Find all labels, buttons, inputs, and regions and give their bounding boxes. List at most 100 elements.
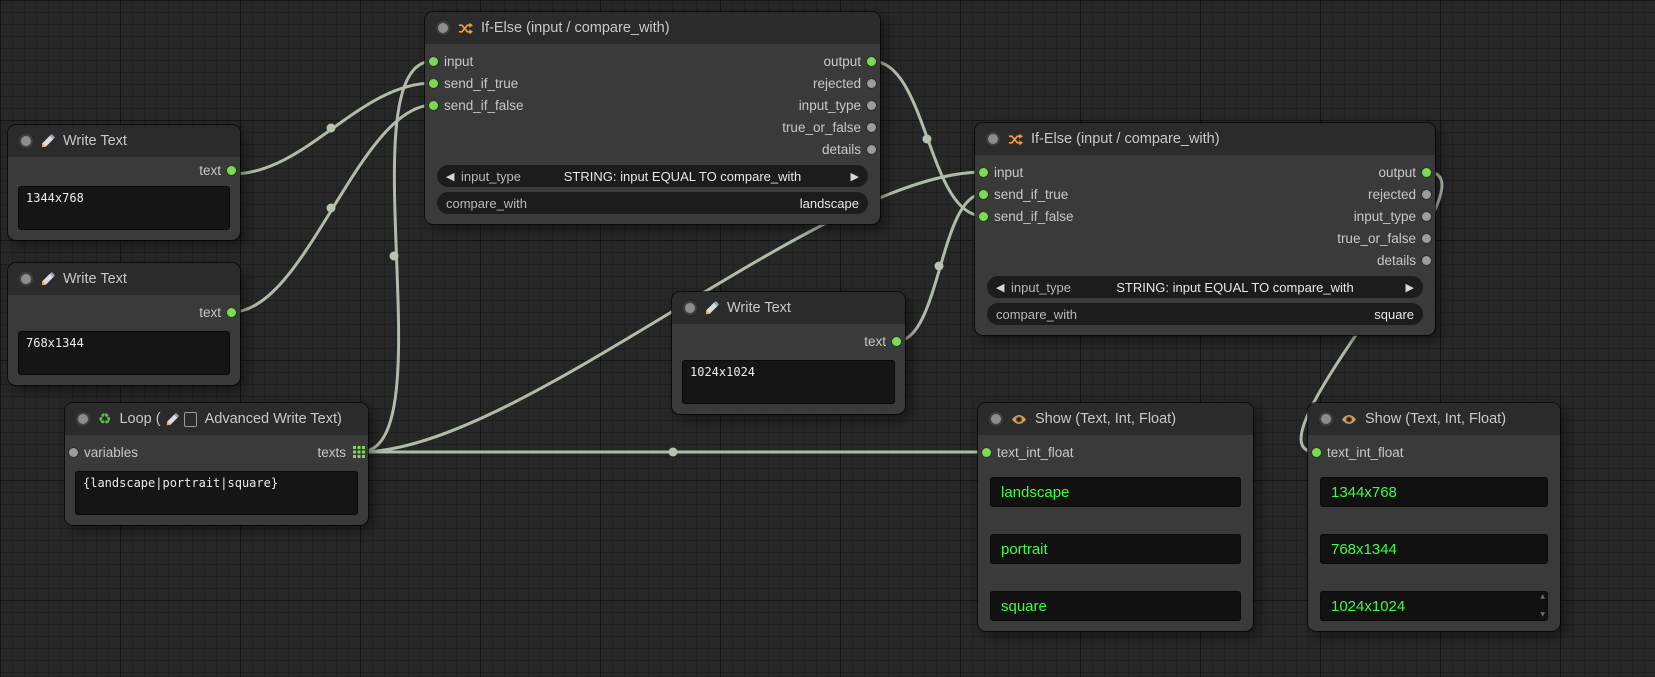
collapse-toggle[interactable]	[436, 21, 450, 35]
node-write-text-2[interactable]: Write Text text 768x1344	[8, 263, 240, 385]
output-slot-rejected[interactable]: rejected	[782, 72, 880, 94]
slot-label: texts	[317, 445, 346, 460]
output-slot-details[interactable]: details	[782, 138, 880, 160]
collapse-toggle[interactable]	[989, 412, 1003, 426]
input-slot-send-if-true[interactable]: send_if_true	[425, 72, 524, 94]
node-show-text-1[interactable]: Show (Text, Int, Float) text_int_float l…	[978, 403, 1253, 631]
slot-dot[interactable]	[979, 212, 988, 221]
node-header[interactable]: If-Else (input / compare_with)	[975, 123, 1435, 155]
compare-with-widget[interactable]: compare_with landscape	[437, 192, 868, 214]
output-slot-details[interactable]: details	[1337, 249, 1435, 271]
slot-dot[interactable]	[979, 168, 988, 177]
slot-dot[interactable]	[1422, 256, 1431, 265]
slot-dot[interactable]	[867, 101, 876, 110]
input-slot-input[interactable]: input	[975, 161, 1074, 183]
text-input-area[interactable]: 768x1344	[18, 331, 230, 375]
node-title: If-Else (input / compare_with)	[481, 20, 670, 36]
combo-prev-icon[interactable]: ◀	[996, 281, 1011, 294]
node-header[interactable]: ♻ Loop ( Advanced Write Text)	[65, 403, 368, 435]
node-write-text-3[interactable]: Write Text text 1024x1024	[672, 292, 905, 414]
scroll-up-icon[interactable]: ▲	[1540, 594, 1545, 600]
slot-dot[interactable]	[1422, 234, 1431, 243]
input-slot-send-if-false[interactable]: send_if_false	[425, 94, 524, 116]
node-header[interactable]: If-Else (input / compare_with)	[425, 12, 880, 44]
collapse-toggle[interactable]	[683, 301, 697, 315]
output-slot-text[interactable]: text	[8, 163, 240, 178]
output-slot-text[interactable]: text	[672, 330, 905, 352]
slot-dot[interactable]	[1422, 190, 1431, 199]
combo-prev-icon[interactable]: ◀	[446, 170, 461, 183]
slot-dot[interactable]	[1422, 212, 1431, 221]
slot-label: true_or_false	[1337, 231, 1416, 246]
slot-dot[interactable]	[979, 190, 988, 199]
node-header[interactable]: Write Text	[8, 263, 240, 295]
node-header[interactable]: Write Text	[672, 292, 905, 324]
slot-dot[interactable]	[867, 145, 876, 154]
combo-next-icon[interactable]: ▶	[1399, 281, 1414, 294]
slot-dot[interactable]	[1422, 168, 1431, 177]
compare-with-widget[interactable]: compare_with square	[987, 303, 1423, 325]
input-slot-text-int-float[interactable]: text_int_float	[978, 441, 1074, 463]
input-type-combo-widget[interactable]: ◀ input_type STRING: input EQUAL TO comp…	[987, 276, 1423, 298]
variables-text-area[interactable]: {landscape|portrait|square}	[75, 471, 358, 515]
slot-dot[interactable]	[227, 166, 236, 175]
output-slot-input-type[interactable]: input_type	[1337, 205, 1435, 227]
slot-dot[interactable]	[69, 448, 78, 457]
collapse-toggle[interactable]	[986, 132, 1000, 146]
output-slot-text[interactable]: text	[8, 301, 240, 323]
pencil-icon	[705, 301, 719, 315]
text-input-area[interactable]: 1024x1024	[682, 360, 895, 404]
node-header[interactable]: Show (Text, Int, Float)	[978, 403, 1253, 435]
output-slot-texts[interactable]: texts	[317, 441, 368, 463]
output-slot-input-type[interactable]: input_type	[782, 94, 880, 116]
slot-label: text_int_float	[997, 445, 1074, 460]
slot-dot[interactable]	[867, 57, 876, 66]
link-midpoint-dot	[327, 204, 336, 213]
output-slot-output[interactable]: output	[1337, 161, 1435, 183]
slot-dot[interactable]	[892, 337, 901, 346]
input-type-combo-widget[interactable]: ◀ input_type STRING: input EQUAL TO comp…	[437, 165, 868, 187]
text-input-area[interactable]: 1344x768	[18, 186, 230, 230]
node-title: Write Text	[727, 300, 791, 316]
slot-label: input_type	[799, 98, 861, 113]
collapse-toggle[interactable]	[76, 412, 90, 426]
slot-dot[interactable]	[227, 308, 236, 317]
input-slot-variables[interactable]: variables	[65, 441, 138, 463]
input-slot-input[interactable]: input	[425, 50, 524, 72]
scroll-down-icon[interactable]: ▼	[1540, 612, 1545, 618]
output-slot-output[interactable]: output	[782, 50, 880, 72]
combo-next-icon[interactable]: ▶	[844, 170, 859, 183]
node-header[interactable]: Show (Text, Int, Float)	[1308, 403, 1560, 435]
scroll-arrows[interactable]: ▲ ▼	[1540, 594, 1545, 618]
widget-label: input_type	[461, 169, 521, 184]
slot-dot[interactable]	[429, 101, 438, 110]
output-slot-true-or-false[interactable]: true_or_false	[782, 116, 880, 138]
slot-dot[interactable]	[867, 123, 876, 132]
node-show-text-2[interactable]: Show (Text, Int, Float) text_int_float 1…	[1308, 403, 1560, 631]
collapse-toggle[interactable]	[19, 134, 33, 148]
slot-dot[interactable]	[429, 57, 438, 66]
node-title: Write Text	[63, 133, 127, 149]
slot-dot[interactable]	[982, 448, 991, 457]
input-slot-text-int-float[interactable]: text_int_float	[1308, 441, 1404, 463]
link-midpoint-dot	[327, 124, 336, 133]
slot-label: details	[822, 142, 861, 157]
node-write-text-1[interactable]: Write Text text 1344x768	[8, 125, 240, 240]
slot-dot[interactable]	[1312, 448, 1321, 457]
output-slot-rejected[interactable]: rejected	[1337, 183, 1435, 205]
slot-dot[interactable]	[429, 79, 438, 88]
input-slot-send-if-true[interactable]: send_if_true	[975, 183, 1074, 205]
slot-label: text_int_float	[1327, 445, 1404, 460]
input-slot-send-if-false[interactable]: send_if_false	[975, 205, 1074, 227]
list-output-grid-icon[interactable]	[353, 446, 365, 461]
node-header[interactable]: Write Text	[8, 125, 240, 157]
node-if-else-2[interactable]: If-Else (input / compare_with) input sen…	[975, 123, 1435, 335]
node-loop-advanced-write-text[interactable]: ♻ Loop ( Advanced Write Text) variables …	[65, 403, 368, 525]
link-midpoint-dot	[923, 135, 932, 144]
collapse-toggle[interactable]	[19, 272, 33, 286]
output-slot-true-or-false[interactable]: true_or_false	[1337, 227, 1435, 249]
collapse-toggle[interactable]	[1319, 412, 1333, 426]
node-if-else-1[interactable]: If-Else (input / compare_with) input sen…	[425, 12, 880, 224]
slot-dot[interactable]	[867, 79, 876, 88]
